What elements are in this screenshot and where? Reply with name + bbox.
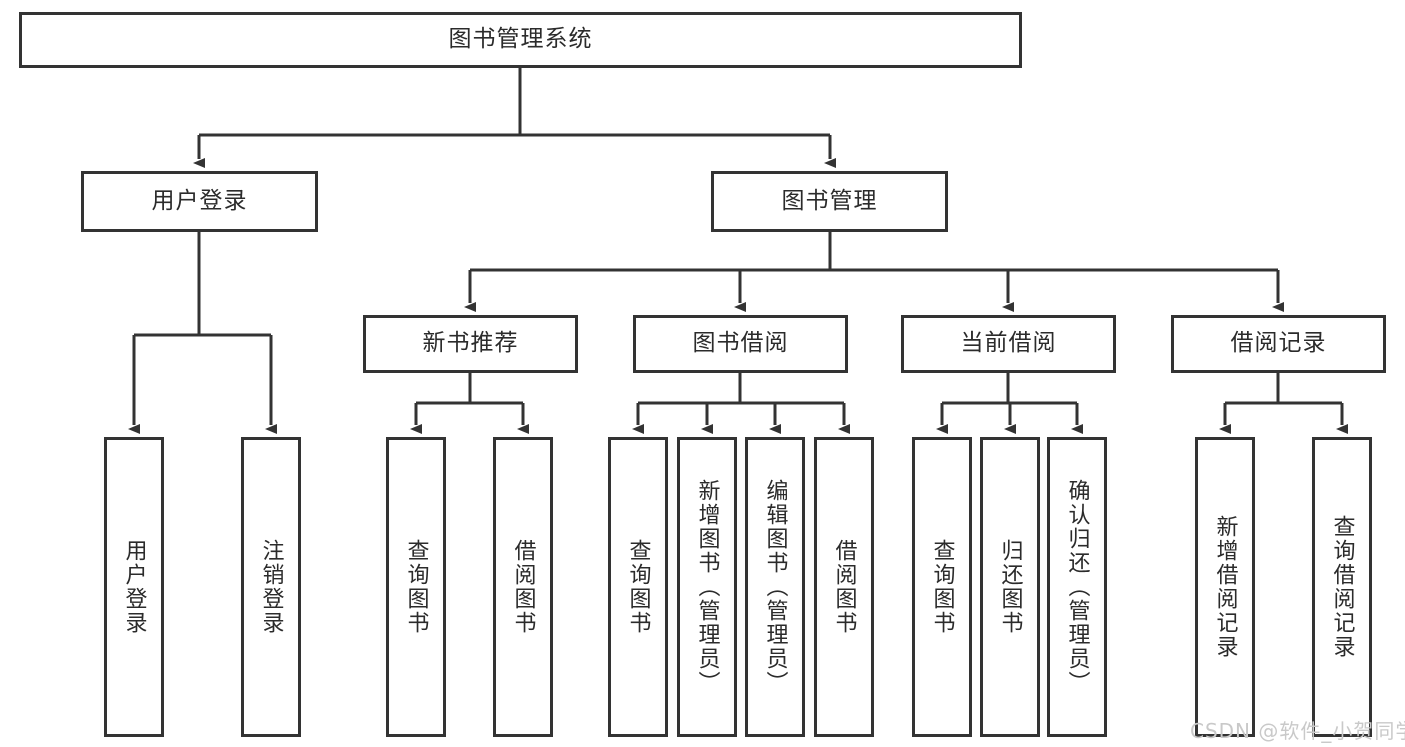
node-label: 查询借阅记录 (1329, 515, 1355, 659)
node-label: 图书借阅 (692, 330, 789, 357)
node-current-borrow[interactable]: 当前借阅 (901, 315, 1116, 373)
node-new-book-recommend[interactable]: 新书推荐 (363, 315, 578, 373)
node-label: 借阅图书 (831, 539, 857, 635)
node-book-management-system[interactable]: 图书管理系统 (19, 12, 1022, 68)
leaf-query-record[interactable]: 查询借阅记录 (1312, 437, 1372, 737)
node-label: 新书推荐 (422, 330, 519, 357)
node-book-management[interactable]: 图书管理 (711, 171, 948, 232)
node-book-borrow[interactable]: 图书借阅 (633, 315, 848, 373)
node-label: 查询图书 (403, 539, 429, 635)
leaf-borrow-book-1[interactable]: 借阅图书 (493, 437, 553, 737)
node-label: 查询图书 (625, 539, 651, 635)
node-label: 新增图书（管理员） (694, 479, 720, 695)
leaf-user-login[interactable]: 用户登录 (104, 437, 164, 737)
watermark-text: CSDN @软件_小贺同学 (1190, 719, 1405, 743)
leaf-add-record[interactable]: 新增借阅记录 (1195, 437, 1255, 737)
node-user-login[interactable]: 用户登录 (81, 171, 318, 232)
leaf-logout-login[interactable]: 注销登录 (241, 437, 301, 737)
node-label: 借阅图书 (510, 539, 536, 635)
leaf-query-book-2[interactable]: 查询图书 (608, 437, 668, 737)
node-label: 确认归还（管理员） (1064, 479, 1090, 695)
leaf-borrow-book-2[interactable]: 借阅图书 (814, 437, 874, 737)
leaf-add-book[interactable]: 新增图书（管理员） (677, 437, 737, 737)
node-label: 编辑图书（管理员） (762, 479, 788, 695)
leaf-edit-book[interactable]: 编辑图书（管理员） (745, 437, 805, 737)
node-label: 查询图书 (929, 539, 955, 635)
node-borrow-record[interactable]: 借阅记录 (1171, 315, 1386, 373)
leaf-query-book-3[interactable]: 查询图书 (912, 437, 972, 737)
node-label: 图书管理 (781, 187, 878, 214)
node-label: 新增借阅记录 (1212, 515, 1238, 659)
csdn-watermark: CSDN @软件_小贺同学 (1190, 715, 1405, 744)
node-label: 借阅记录 (1230, 330, 1327, 357)
node-label: 用户登录 (121, 539, 147, 635)
node-label: 图书管理系统 (448, 26, 593, 53)
node-label: 注销登录 (258, 539, 284, 635)
node-label: 当前借阅 (960, 330, 1057, 357)
leaf-query-book-1[interactable]: 查询图书 (386, 437, 446, 737)
leaf-return-book[interactable]: 归还图书 (980, 437, 1040, 737)
node-label: 归还图书 (997, 539, 1023, 635)
node-label: 用户登录 (151, 187, 248, 214)
leaf-confirm-return[interactable]: 确认归还（管理员） (1047, 437, 1107, 737)
